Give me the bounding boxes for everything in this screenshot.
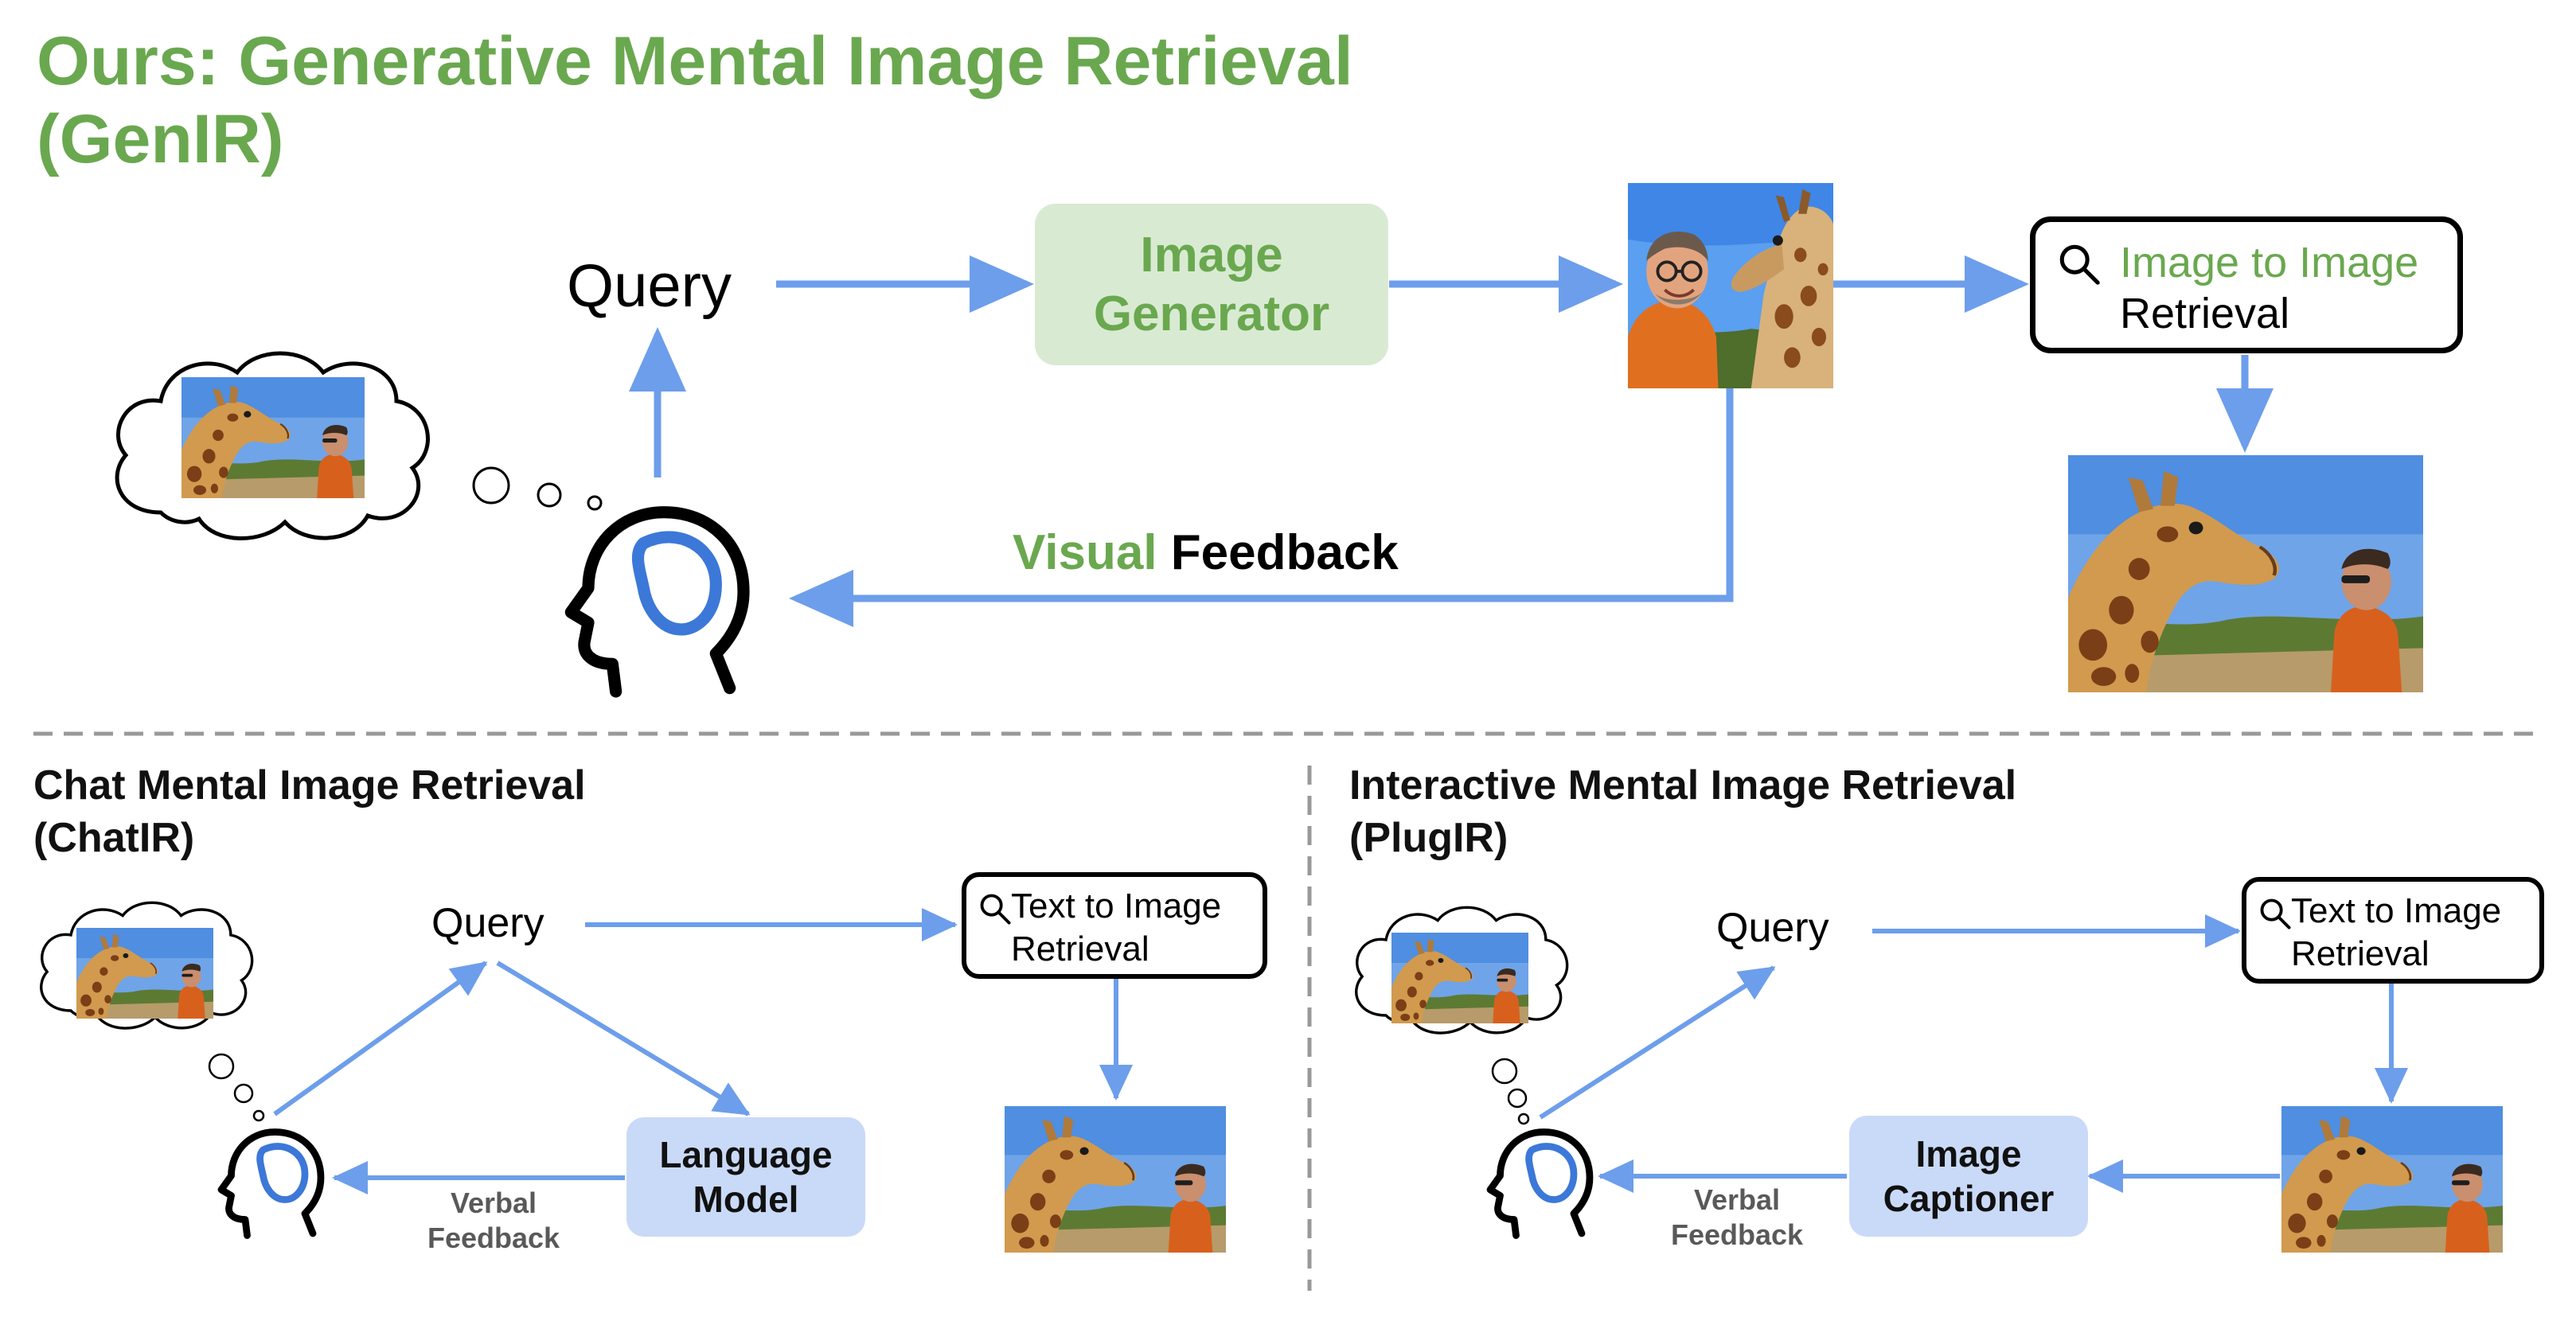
chatir-title-line2: (ChatIR) [33,815,195,861]
genir-generator-line2: Generator [1093,286,1330,341]
genir-query-label: Query [567,252,732,320]
chatir-retrieval-line2: Retrieval [1011,929,1149,968]
plugir-arrow-user-to-query [1539,965,1776,1120]
genir-user-head-icon [571,512,744,692]
genir-title-line2: (GenIR) [37,101,284,177]
chatir-model-line1: Language [659,1134,833,1175]
plugir-retrieval-line2: Retrieval [2291,934,2430,973]
chatir-model-line2: Model [693,1179,799,1220]
genir-thought-cloud [117,353,603,539]
genir-retrieval-line1: Image to Image [2120,239,2419,286]
plugir-title-line1: Interactive Mental Image Retrieval [1349,762,2017,809]
chatir-retrieval-line1: Text to Image [1011,887,1222,925]
plugir-image-captioner-box: Image Captioner [1849,1116,2088,1237]
plugir-captioner-line2: Captioner [1883,1178,2055,1219]
genir-feedback-word-visual: Visual [1013,525,1157,580]
chatir-query-label: Query [431,900,544,946]
genir-image-generator-box: Image Generator [1035,204,1388,365]
plugir-feedback-line2: Feedback [1670,1218,1804,1251]
genir-mental-image [181,377,365,498]
plugir-query-label: Query [1716,905,1829,951]
plugir-retrieval-line1: Text to Image [2291,891,2502,930]
plugir-thought-cloud [1355,906,1569,1125]
genir-retrieval-line2: Retrieval [2120,290,2290,337]
search-icon [2056,241,2102,287]
chatir-mental-image [76,928,213,1019]
plugir-retrieved-image [2281,1106,2503,1253]
chatir-thought-cloud [40,901,265,1122]
chatir-arrow-user-to-query [273,961,488,1116]
genir-feedback-word-feedback: Feedback [1170,525,1399,580]
chatir-title: Chat Mental Image Retrieval (ChatIR) [33,759,586,864]
genir-arrow-visual-feedback [789,388,1734,627]
plugir-title: Interactive Mental Image Retrieval (Plug… [1349,759,2016,864]
genir-visual-feedback-label: Visual Feedback [1013,524,1399,583]
plugir-feedback-line1: Verbal [1693,1183,1781,1216]
plugir-verbal-feedback-label: Verbal Feedback [1657,1183,1817,1253]
chatir-text-to-image-retrieval-box: Text to Image Retrieval [962,872,1267,979]
plugir-title-line2: (PlugIR) [1349,815,1509,861]
chatir-language-model-box: Language Model [626,1117,865,1237]
plugir-user-head-icon [1490,1132,1590,1236]
chatir-title-line1: Chat Mental Image Retrieval [33,762,586,809]
genir-image-to-image-retrieval-box: Image to Image Retrieval [2030,216,2463,353]
genir-retrieved-image [2068,455,2423,692]
chatir-user-head-icon [221,1132,321,1236]
genir-title-line1: Ours: Generative Mental Image Retrieval [37,23,1353,99]
chatir-verbal-feedback-label: Verbal Feedback [414,1186,573,1256]
chatir-feedback-line2: Feedback [427,1222,560,1254]
chatir-feedback-line1: Verbal [450,1187,537,1219]
plugir-captioner-line1: Image [1915,1133,2022,1175]
chatir-arrow-query-to-model [496,961,751,1116]
chatir-retrieved-image [1005,1106,1226,1253]
genir-generated-image [1628,183,1833,388]
search-icon [978,891,1013,926]
plugir-mental-image [1391,933,1528,1023]
search-icon [2258,896,2293,931]
plugir-text-to-image-retrieval-box: Text to Image Retrieval [2242,877,2544,984]
genir-title: Ours: Generative Mental Image Retrieval … [37,22,1353,178]
genir-generator-line1: Image [1140,227,1283,283]
